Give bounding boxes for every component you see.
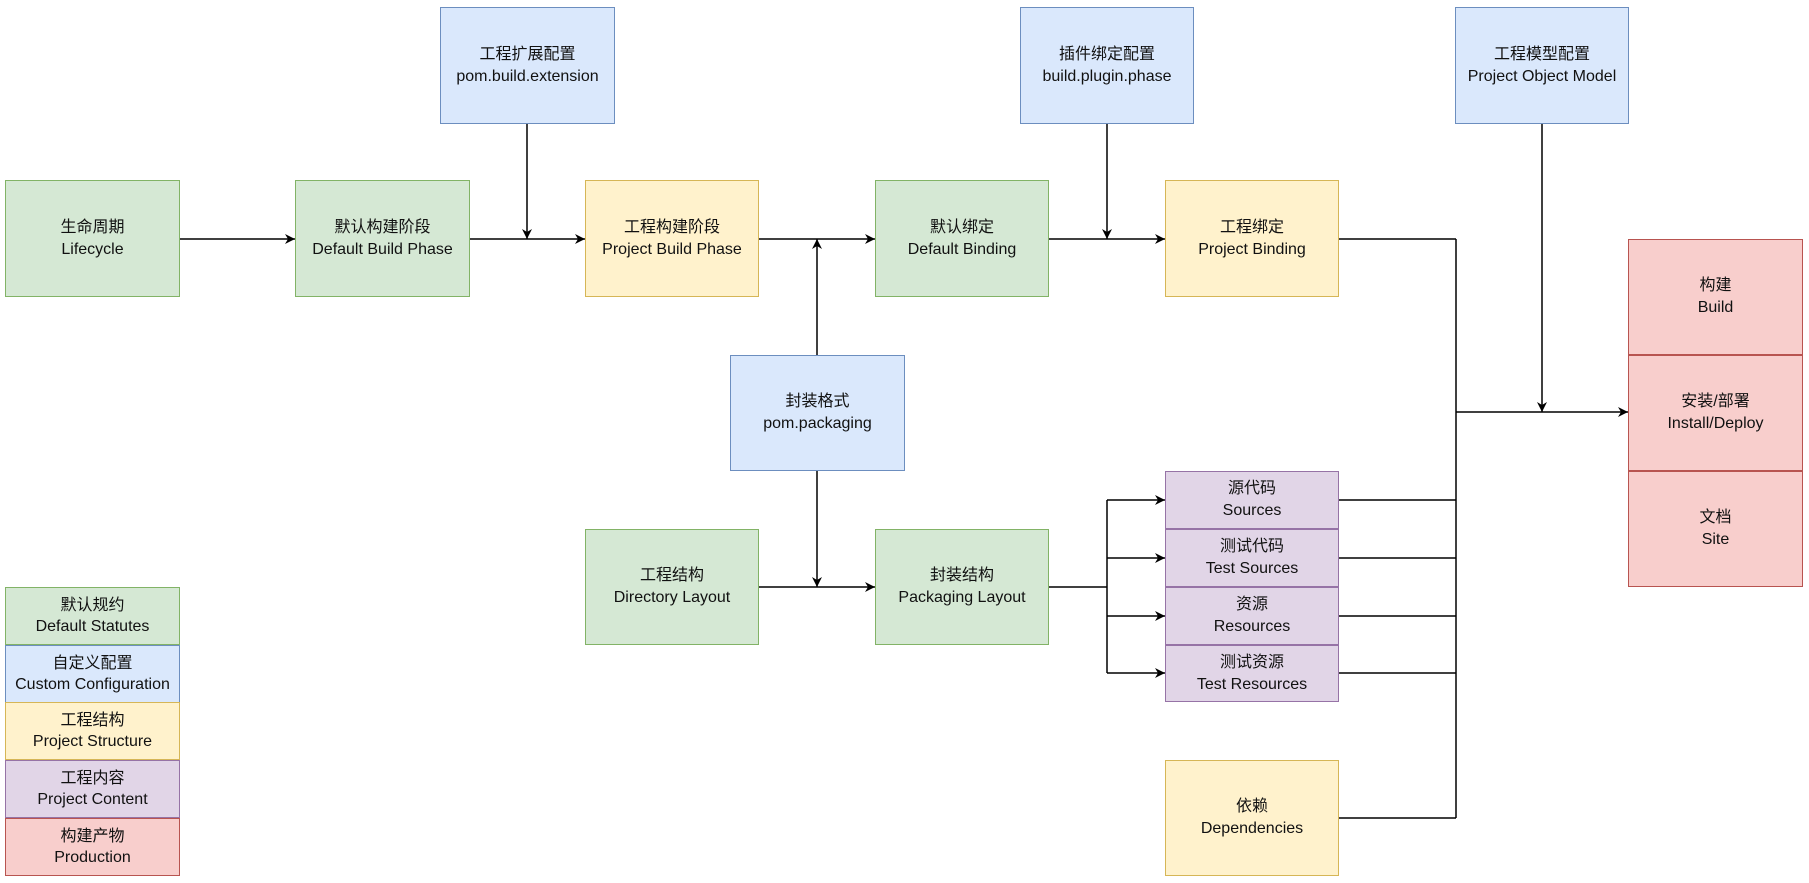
legend-label-zh: 工程内容 [60, 770, 125, 787]
node-packaging-en: pom.packaging [763, 415, 872, 432]
node-project-object-model: 工程模型配置 Project Object Model [1455, 7, 1629, 124]
node-packaging-layout: 封装结构 Packaging Layout [875, 529, 1049, 645]
node-plugin-phase: 插件绑定配置 build.plugin.phase [1020, 7, 1194, 124]
node-resources-en: Resources [1213, 618, 1291, 635]
node-dependencies: 依赖 Dependencies [1165, 760, 1339, 876]
legend-item-project-structure: 工程结构 Project Structure [5, 702, 180, 760]
node-test-sources-en: Test Sources [1205, 560, 1299, 577]
node-site-en: Site [1701, 531, 1730, 548]
node-default-build-phase: 默认构建阶段 Default Build Phase [295, 180, 470, 297]
legend-item-custom-configuration: 自定义配置 Custom Configuration [5, 645, 180, 703]
node-install-deploy-zh: 安装/部署 [1681, 393, 1750, 410]
legend-item-default-statutes: 默认规约 Default Statutes [5, 587, 180, 645]
legend-label-zh: 构建产物 [60, 828, 125, 845]
node-test-sources: 测试代码 Test Sources [1165, 529, 1339, 587]
node-build-extension: 工程扩展配置 pom.build.extension [440, 7, 615, 124]
node-directory-layout-en: Directory Layout [613, 589, 731, 606]
node-test-resources-en: Test Resources [1196, 675, 1308, 693]
node-project-object-model-en: Project Object Model [1467, 67, 1617, 85]
node-build: 构建 Build [1628, 239, 1803, 355]
legend-label-en: Project Content [37, 791, 148, 808]
node-sources: 源代码 Sources [1165, 471, 1339, 529]
node-resources: 资源 Resources [1165, 587, 1339, 645]
node-project-object-model-zh: 工程模型配置 [1493, 45, 1590, 63]
legend-label-en: Project Structure [32, 733, 153, 750]
node-install-deploy-en: Install/Deploy [1667, 415, 1764, 432]
node-install-deploy: 安装/部署 Install/Deploy [1628, 355, 1803, 471]
node-default-binding-zh: 默认绑定 [929, 218, 994, 236]
legend-item-production: 构建产物 Production [5, 818, 180, 876]
node-build-extension-en: pom.build.extension [456, 67, 599, 85]
node-packaging-zh: 封装格式 [785, 393, 850, 410]
node-lifecycle-zh: 生命周期 [60, 218, 125, 236]
node-project-build-phase-en: Project Build Phase [602, 240, 742, 258]
node-project-build-phase-zh: 工程构建阶段 [623, 218, 720, 236]
node-directory-layout: 工程结构 Directory Layout [585, 529, 759, 645]
node-build-zh: 构建 [1699, 277, 1732, 294]
node-site-zh: 文档 [1699, 509, 1732, 526]
node-plugin-phase-en: build.plugin.phase [1042, 67, 1172, 85]
node-resources-zh: 资源 [1235, 596, 1268, 613]
node-packaging: 封装格式 pom.packaging [730, 355, 905, 471]
node-site: 文档 Site [1628, 471, 1803, 587]
node-test-sources-zh: 测试代码 [1219, 538, 1284, 555]
node-sources-zh: 源代码 [1227, 480, 1276, 497]
node-default-build-phase-en: Default Build Phase [312, 240, 453, 258]
legend-label-zh: 默认规约 [60, 597, 125, 614]
legend-label-en: Production [54, 849, 131, 866]
node-build-extension-zh: 工程扩展配置 [479, 45, 576, 63]
node-test-resources: 测试资源 Test Resources [1165, 645, 1339, 702]
node-dependencies-zh: 依赖 [1235, 798, 1268, 815]
legend-item-project-content: 工程内容 Project Content [5, 760, 180, 818]
node-plugin-phase-zh: 插件绑定配置 [1058, 45, 1155, 63]
legend-label-zh: 自定义配置 [52, 655, 133, 672]
node-project-binding-zh: 工程绑定 [1219, 218, 1284, 236]
node-sources-en: Sources [1222, 502, 1282, 519]
node-project-binding: 工程绑定 Project Binding [1165, 180, 1339, 297]
node-directory-layout-zh: 工程结构 [639, 567, 704, 584]
node-dependencies-en: Dependencies [1200, 820, 1304, 837]
node-packaging-layout-en: Packaging Layout [898, 589, 1026, 606]
node-project-binding-en: Project Binding [1198, 240, 1306, 258]
legend-label-zh: 工程结构 [60, 712, 125, 729]
node-lifecycle-en: Lifecycle [61, 240, 124, 258]
node-lifecycle: 生命周期 Lifecycle [5, 180, 180, 297]
legend-label-en: Custom Configuration [15, 676, 170, 693]
legend-label-en: Default Statutes [35, 618, 150, 635]
node-default-binding-en: Default Binding [907, 240, 1017, 258]
node-test-resources-zh: 测试资源 [1219, 653, 1284, 671]
node-default-build-phase-zh: 默认构建阶段 [334, 218, 431, 236]
node-default-binding: 默认绑定 Default Binding [875, 180, 1049, 297]
node-build-en: Build [1697, 299, 1734, 316]
node-project-build-phase: 工程构建阶段 Project Build Phase [585, 180, 759, 297]
node-packaging-layout-zh: 封装结构 [929, 567, 994, 584]
